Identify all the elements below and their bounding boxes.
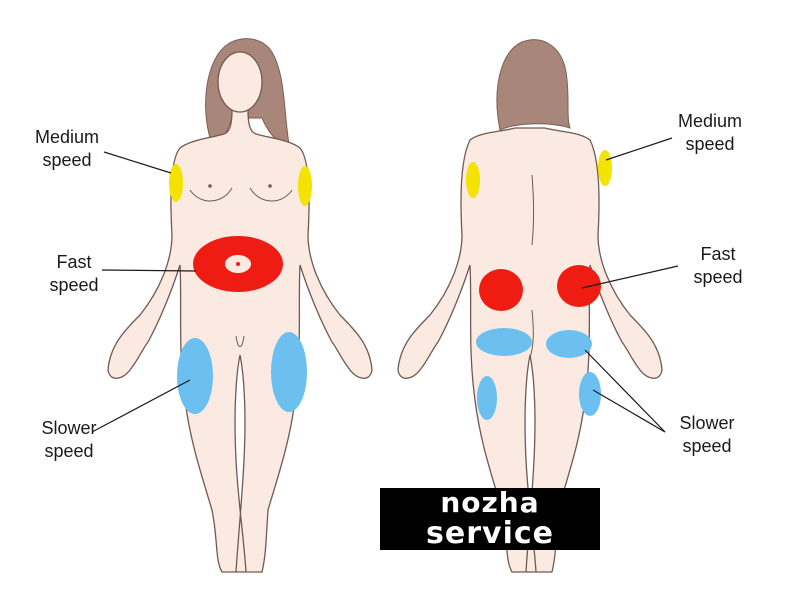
- back-body: [397, 127, 663, 573]
- leader-front-slow: [91, 379, 191, 433]
- back-spine-line: [531, 174, 534, 246]
- front-face: [217, 51, 263, 113]
- label-front-slow: Slower speed: [24, 417, 114, 463]
- label-back-fast-line2: speed: [693, 267, 743, 287]
- front-navel-dot: [236, 262, 240, 266]
- label-back-slow-line1: Slower: [679, 413, 735, 433]
- label-back-slow-line2: speed: [682, 436, 732, 456]
- label-back-fast-line1: Fast: [700, 244, 736, 264]
- back-buttocks-line: [529, 309, 534, 359]
- back-arm-left-medium-zone: [466, 162, 480, 198]
- back-buttock-left-slow-zone: [476, 328, 532, 356]
- leader-front-medium: [103, 151, 172, 174]
- leader-front-fast: [101, 269, 197, 272]
- front-nipple-right: [268, 184, 272, 188]
- front-groin-line: [235, 335, 245, 347]
- leader-back-fast: [581, 265, 679, 289]
- front-arm-left-medium-zone: [169, 164, 183, 202]
- back-hip-left-fast-zone: [479, 269, 523, 311]
- front-nipple-left: [208, 184, 212, 188]
- leader-back-slow-2: [592, 389, 666, 433]
- label-back-medium-line2: speed: [685, 134, 735, 154]
- watermark-line1: nozha: [380, 488, 600, 518]
- front-body: [107, 109, 373, 573]
- label-back-medium-line1: Medium: [677, 111, 743, 131]
- label-front-slow-line2: speed: [44, 441, 94, 461]
- front-arm-right-medium-zone: [298, 166, 312, 206]
- label-back-fast: Fast speed: [678, 243, 758, 289]
- back-figure: [397, 39, 663, 573]
- watermark-line2: service: [380, 518, 600, 550]
- label-front-medium-line2: speed: [42, 150, 92, 170]
- label-front-fast: Fast speed: [38, 251, 110, 297]
- label-front-slow-line1: Slower: [41, 418, 97, 438]
- back-arm-right-medium-zone: [598, 150, 612, 186]
- front-chest-line: [189, 187, 293, 202]
- label-back-medium: Medium speed: [665, 110, 755, 156]
- leader-back-slow-1: [584, 349, 666, 433]
- back-thigh-right-slow-zone: [579, 372, 601, 416]
- back-hip-right-fast-zone: [557, 265, 601, 307]
- label-front-fast-line2: speed: [49, 275, 99, 295]
- label-front-fast-line1: Fast: [56, 252, 92, 272]
- label-front-medium: Medium speed: [22, 126, 112, 172]
- label-front-medium-line1: Medium: [34, 127, 100, 147]
- front-figure: [107, 38, 373, 573]
- leader-lines: [91, 137, 679, 433]
- back-thigh-left-slow-zone: [477, 376, 497, 420]
- label-back-slow: Slower speed: [662, 412, 752, 458]
- back-buttock-right-slow-zone: [546, 330, 592, 358]
- front-thigh-left-slow-zone: [177, 338, 213, 414]
- back-hair: [496, 39, 571, 131]
- front-thigh-right-slow-zone: [271, 332, 307, 412]
- leader-back-medium: [605, 137, 673, 161]
